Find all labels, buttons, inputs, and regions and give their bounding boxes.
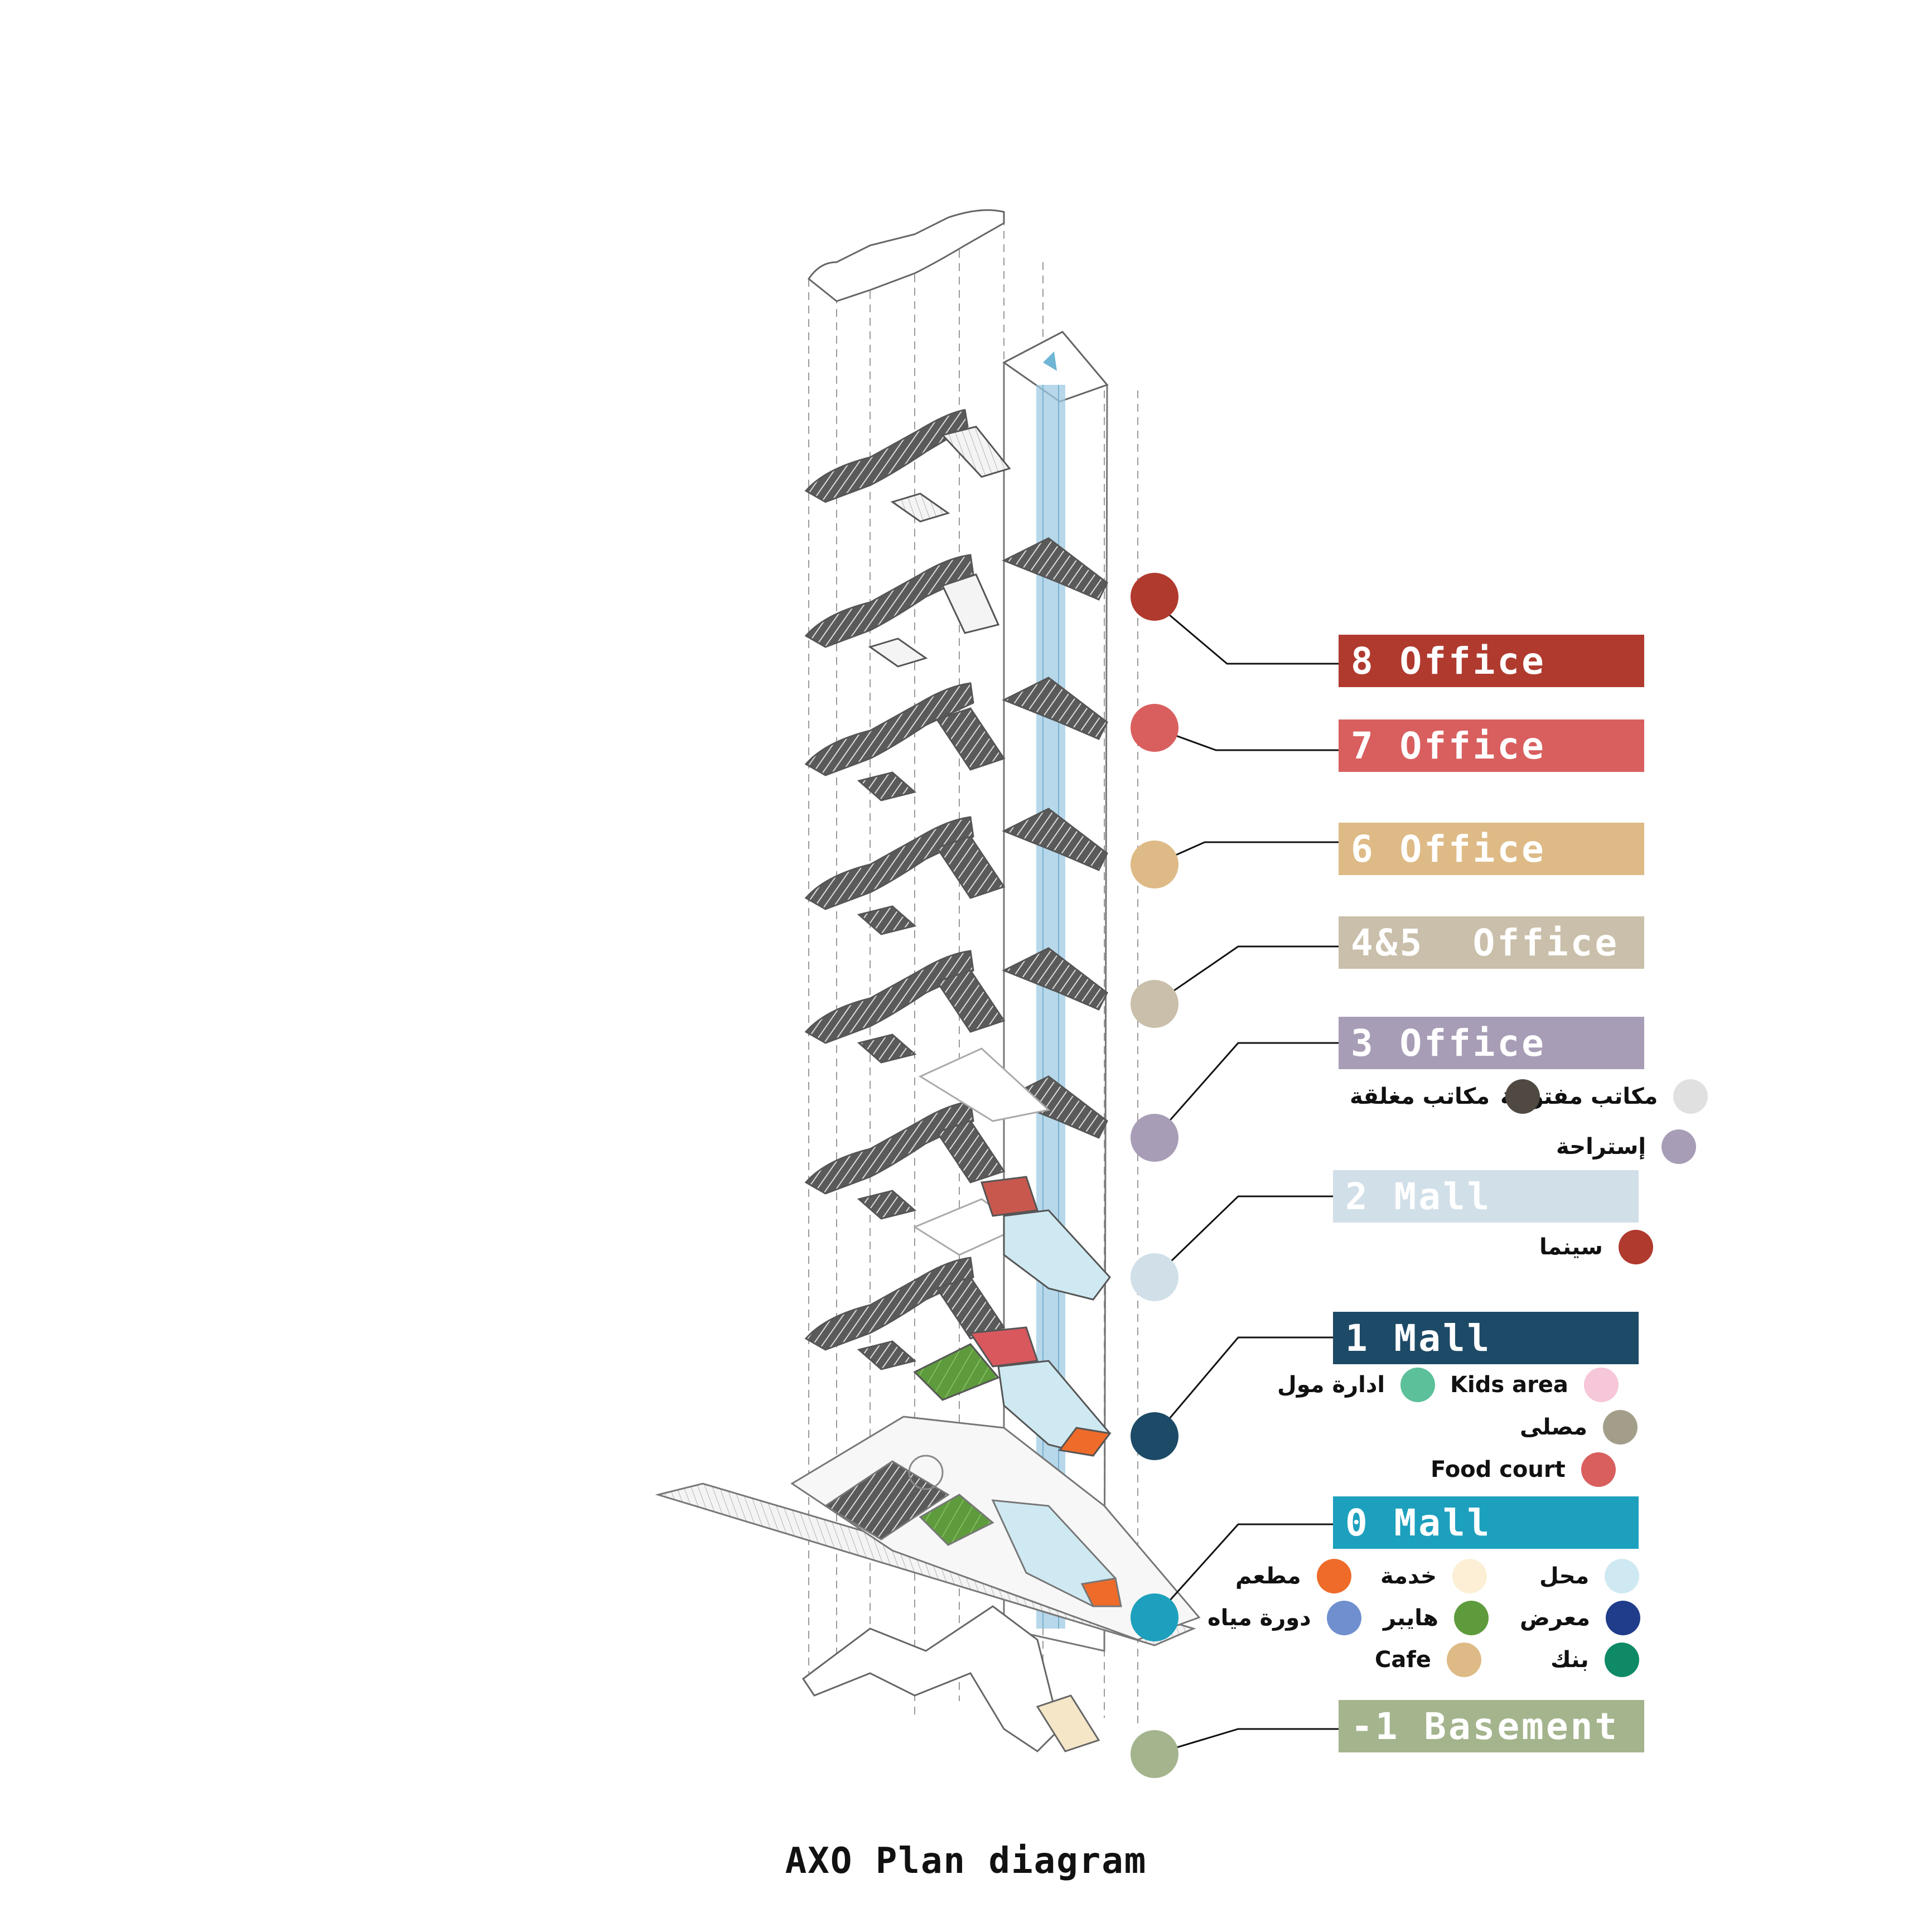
legend-lounge-text: إستراحة — [1556, 1134, 1646, 1160]
legend-service: خدمة — [1380, 1559, 1487, 1593]
basement-label: -1 Basement — [1339, 1700, 1644, 1752]
floor-3-marker — [1131, 1114, 1178, 1162]
legend-hyper-dot — [1453, 1601, 1489, 1635]
floor-2-label: 2 Mall — [1333, 1170, 1639, 1223]
legend-cafe-dot — [1446, 1643, 1481, 1677]
legend-toilets: دورة مياه — [1208, 1601, 1361, 1635]
legend-mall-admin: ادارة مول — [1277, 1368, 1436, 1402]
floor-3-label: 3 Office — [1339, 1017, 1644, 1069]
legend-cinema-dot — [1618, 1230, 1653, 1264]
legend-toilets-dot — [1326, 1601, 1361, 1635]
legend-shop: محل — [1539, 1559, 1640, 1593]
floor-0-label: 0 Mall — [1333, 1496, 1639, 1549]
legend-food-court-text: Food court — [1431, 1457, 1566, 1482]
legend-kids-area: Kids area — [1450, 1368, 1619, 1402]
legend-closed-offices-text: مكاتب مغلقة — [1350, 1084, 1490, 1109]
floor-4-5-label: 4&5 Office — [1339, 916, 1644, 969]
core-plates — [918, 537, 1108, 1139]
legend-service-dot — [1452, 1559, 1487, 1593]
legend-showroom-text: معرض — [1520, 1605, 1591, 1631]
legend-cafe: Cafe — [1375, 1643, 1481, 1677]
floor-7-marker — [1131, 704, 1178, 752]
legend-closed-offices: مكاتب مغلقة — [1350, 1079, 1540, 1114]
legend-restaurant-text: مطعم — [1235, 1563, 1301, 1589]
legend-shop-text: محل — [1539, 1563, 1590, 1589]
legend-kids-area-dot — [1583, 1368, 1619, 1402]
floor-1-label: 1 Mall — [1333, 1312, 1639, 1364]
floor-0-marker — [1131, 1593, 1178, 1641]
legend-showroom-dot — [1606, 1601, 1641, 1635]
legend-lounge: إستراحة — [1556, 1129, 1697, 1164]
floor-1-marker — [1131, 1412, 1178, 1460]
roof-outline — [807, 209, 1005, 302]
basement-marker — [1131, 1730, 1178, 1778]
floor-6-marker — [1131, 841, 1178, 888]
floor-4-5-marker — [1131, 980, 1178, 1028]
legend-toilets-text: دورة مياه — [1208, 1605, 1311, 1631]
legend-prayer-room-text: مصلى — [1520, 1414, 1587, 1440]
legend-hyper: هايبر — [1383, 1601, 1489, 1635]
legend-cafe-text: Cafe — [1375, 1647, 1431, 1673]
legend-food-court-dot — [1581, 1452, 1616, 1487]
legend-food-court: Food court — [1431, 1452, 1616, 1487]
office-slabs — [804, 409, 974, 1351]
legend-showroom: معرض — [1520, 1601, 1641, 1635]
legend-closed-offices-dot — [1505, 1079, 1540, 1114]
ground-level — [655, 1416, 1201, 1646]
legend-kids-area-text: Kids area — [1450, 1372, 1568, 1398]
legend-prayer-room-dot — [1602, 1410, 1638, 1445]
mall-level-2 — [912, 1176, 1111, 1301]
mall-level-1 — [913, 1326, 1112, 1457]
legend-cinema: سينما — [1539, 1230, 1653, 1264]
legend-mall-admin-dot — [1400, 1368, 1436, 1402]
floor-2-marker — [1131, 1253, 1178, 1301]
legend-restaurant: مطعم — [1235, 1559, 1351, 1593]
legend-hyper-text: هايبر — [1383, 1605, 1438, 1631]
legend-mall-admin-text: ادارة مول — [1277, 1372, 1385, 1398]
legend-shop-dot — [1605, 1559, 1640, 1593]
legend-bank: بنك — [1551, 1643, 1639, 1677]
basement-level — [801, 1605, 1100, 1752]
floor-8-marker — [1131, 573, 1178, 621]
legend-restaurant-dot — [1316, 1559, 1351, 1593]
legend-open-offices-dot — [1673, 1079, 1708, 1114]
floor-6-label: 6 Office — [1339, 823, 1644, 875]
legend-service-text: خدمة — [1380, 1563, 1437, 1589]
diagram-title: AXO Plan diagram — [785, 1841, 1147, 1882]
floor-7-label: 7 Office — [1339, 719, 1644, 772]
legend-prayer-room: مصلى — [1520, 1410, 1638, 1445]
legend-lounge-dot — [1661, 1129, 1697, 1164]
floor-8-label: 8 Office — [1339, 635, 1644, 687]
core-roof-glass — [1043, 351, 1057, 371]
legend-bank-text: بنك — [1551, 1647, 1589, 1673]
legend-cinema-text: سينما — [1539, 1234, 1603, 1260]
legend-bank-dot — [1604, 1643, 1639, 1677]
side-blocks — [857, 426, 1011, 1370]
